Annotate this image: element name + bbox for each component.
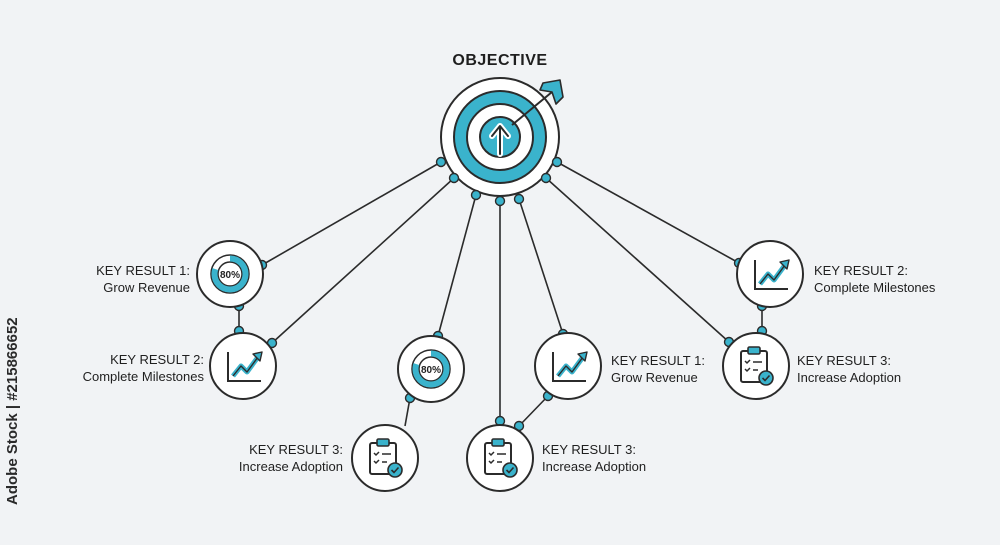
trend-chart-icon (227, 351, 263, 382)
kr-mid-left-3-heading: KEY RESULT 3: (249, 442, 343, 457)
kr-mid-left-3-label: KEY RESULT 3: Increase Adoption (190, 441, 343, 475)
trend-chart-icon (754, 259, 790, 290)
clipboard-check-icon (484, 438, 518, 478)
clipboard-check-icon (369, 438, 403, 478)
kr-mid-left-3-text: Increase Adoption (238, 459, 343, 474)
kr-mid-right-1-label: KEY RESULT 1: Grow Revenue (611, 352, 731, 386)
kr-right-3-label: KEY RESULT 3: Increase Adoption (797, 352, 967, 386)
kr-mid-left-donut-progress-text: 80% (421, 365, 441, 376)
kr-left-1-node (196, 240, 264, 308)
kr-mid-right-3-text: Increase Adoption (542, 459, 647, 474)
connector-objective-kr-left-2 (271, 177, 455, 344)
connector-objective-kr-left-1 (261, 161, 442, 266)
kr-mid-right-3-heading: KEY RESULT 3: (542, 442, 636, 457)
progress-donut-icon (411, 349, 451, 389)
kr-left-1-label: KEY RESULT 1: Grow Revenue (40, 262, 190, 296)
connector-objective-kr-right-2 (556, 161, 740, 264)
kr-right-2-label: KEY RESULT 2: Complete Milestones (814, 262, 984, 296)
kr-left-1-text: Grow Revenue (103, 280, 190, 295)
kr-right-2-node (736, 240, 804, 308)
kr-mid-right-3-node (466, 424, 534, 492)
progress-donut-icon (210, 254, 250, 294)
kr-mid-right-1-node (534, 332, 602, 400)
connector-objective-kr-right-3 (545, 177, 730, 343)
clipboard-check-icon (740, 346, 774, 386)
objective-title: OBJECTIVE (452, 52, 548, 69)
kr-left-1-progress-text: 80% (220, 270, 240, 281)
kr-right-3-node (722, 332, 790, 400)
kr-mid-left-donut-node (397, 335, 465, 403)
connectors (238, 161, 763, 427)
kr-mid-left-3-node (351, 424, 419, 492)
kr-right-3-text: Increase Adoption (797, 370, 902, 385)
trend-chart-icon (552, 351, 588, 382)
kr-right-2-heading: KEY RESULT 2: (814, 263, 908, 278)
kr-left-2-text: Complete Milestones (82, 369, 204, 384)
connector-kr-mid-right-1-kr-mid-right-3 (518, 395, 549, 427)
kr-left-2-node (209, 332, 277, 400)
kr-left-2-heading: KEY RESULT 2: (110, 352, 204, 367)
kr-mid-right-3-label: KEY RESULT 3: Increase Adoption (542, 441, 692, 475)
connector-objective-kr-mid-right-1 (518, 198, 564, 335)
kr-left-1-heading: KEY RESULT 1: (96, 263, 190, 278)
kr-right-3-heading: KEY RESULT 3: (797, 353, 891, 368)
kr-right-2-text: Complete Milestones (814, 280, 936, 295)
stock-id-text: Adobe Stock | #215866652 (4, 317, 21, 505)
kr-left-2-label: KEY RESULT 2: Complete Milestones (40, 351, 204, 385)
target-arrow-icon (489, 79, 564, 157)
kr-mid-right-1-heading: KEY RESULT 1: (611, 353, 705, 368)
kr-mid-right-1-text: Grow Revenue (611, 370, 698, 385)
connector-objective-kr-mid-left-donut (437, 194, 477, 337)
